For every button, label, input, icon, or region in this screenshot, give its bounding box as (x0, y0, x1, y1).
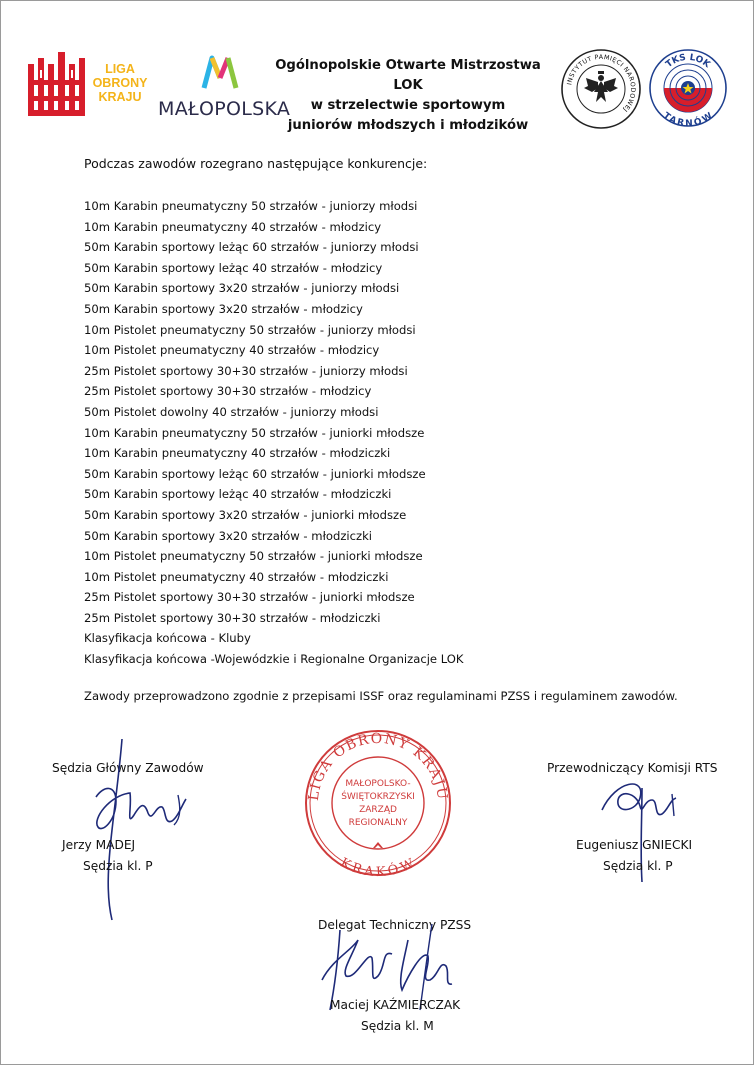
stamp-inner-line-4: REGIONALNY (349, 818, 408, 828)
rts-chair-rank: Sędzia kl. P (603, 859, 673, 873)
delegate-name: Maciej KAŹMIERCZAK (330, 998, 461, 1012)
closing-statement: Zawody przeprowadzono zgodnie z przepisa… (84, 689, 678, 703)
list-item: Klasyfikacja końcowa -Wojewódzkie i Regi… (84, 652, 464, 667)
lok-logo-word-3: KRAJU (98, 90, 142, 104)
chief-judge-role: Sędzia Główny Zawodów (52, 761, 204, 775)
rts-chair-name: Eugeniusz GNIECKI (576, 838, 693, 852)
list-item: 10m Karabin pneumatyczny 50 strzałów - j… (84, 425, 425, 440)
title-line-1: Ogólnopolskie Otwarte Mistrzostwa LOK (275, 58, 541, 93)
list-item: 10m Pistolet pneumatyczny 50 strzałów - … (84, 322, 416, 337)
list-item: 10m Pistolet pneumatyczny 50 strzałów - … (84, 549, 423, 564)
list-item: 50m Karabin sportowy 3x20 strzałów - jun… (84, 507, 407, 522)
competition-list: 10m Karabin pneumatyczny 50 strzałów - j… (84, 196, 464, 670)
list-item: 10m Karabin pneumatyczny 40 strzałów - m… (84, 219, 382, 234)
list-item: 10m Karabin pneumatyczny 50 strzałów - j… (84, 199, 418, 213)
rts-chair-role: Przewodniczący Komisji RTS (547, 761, 718, 775)
list-item: 50m Karabin sportowy leżąc 60 strzałów -… (84, 466, 426, 481)
delegate-rank: Sędzia kl. M (361, 1019, 434, 1033)
official-stamp: LIGA OBRONY KRAJU KRAKÓW MAŁOPOLSKO- ŚWI… (303, 728, 453, 880)
list-item: Klasyfikacja końcowa - Kluby (84, 631, 251, 646)
list-item: 50m Karabin sportowy 3x20 strzałów - mło… (84, 528, 373, 543)
star-icon (682, 83, 694, 94)
chief-judge-signature (95, 738, 187, 921)
list-item: 50m Karabin sportowy 3x20 strzałów - jun… (84, 281, 400, 296)
title-line-2: w strzelectwie sportowym (310, 98, 506, 113)
stamp-inner-line-3: ZARZĄD (359, 805, 397, 815)
list-item: 25m Pistolet sportowy 30+30 strzałów - m… (84, 610, 381, 625)
list-item: 10m Pistolet pneumatyczny 40 strzałów - … (84, 343, 380, 358)
list-item: 50m Karabin sportowy leżąc 40 strzałów -… (84, 487, 392, 502)
lok-logo-word-1: LIGA (105, 62, 135, 76)
list-item: 50m Karabin sportowy leżąc 40 strzałów -… (84, 260, 383, 275)
list-item: 50m Karabin sportowy leżąc 60 strzałów -… (84, 240, 419, 255)
intro-text: Podczas zawodów rozegrano następujące ko… (84, 156, 428, 171)
chief-judge-name: Jerzy MADEJ (62, 838, 136, 852)
stamp-inner-line-2: ŚWIĘTOKRZYSKI (341, 790, 415, 802)
delegate-role: Delegat Techniczny PZSS (318, 918, 472, 932)
svg-text:KRAKÓW: KRAKÓW (338, 856, 418, 878)
malopolska-m-icon (201, 55, 239, 89)
list-item: 25m Pistolet sportowy 30+30 strzałów - j… (84, 363, 408, 378)
list-item: 10m Pistolet pneumatyczny 40 strzałów - … (84, 569, 389, 584)
eagle-icon (584, 71, 618, 102)
tks-lok-badge: TKS LOK TARNÓW (648, 48, 728, 129)
svg-text:TARNÓW: TARNÓW (661, 111, 715, 128)
stamp-inner-line-1: MAŁOPOLSKO- (345, 779, 410, 789)
stamp-star-icon (373, 842, 383, 848)
list-item: 25m Pistolet sportowy 30+30 strzałów - j… (84, 590, 415, 605)
list-item: 50m Karabin sportowy 3x20 strzałów - mło… (84, 301, 363, 316)
list-item: 50m Pistolet dowolny 40 strzałów - junio… (84, 404, 379, 419)
lok-logo: LIGA OBRONY KRAJU (28, 50, 148, 122)
tks-badge-bottom-text: TARNÓW (661, 111, 715, 129)
delegate-signature (321, 923, 453, 1011)
ipn-seal: INSTYTUT PAMIĘCI NARODOWEJ (560, 48, 642, 130)
title-line-3: juniorów młodszych i młodzików (287, 118, 529, 133)
malopolska-logo: MAŁOPOLSKA (154, 54, 290, 120)
chief-judge-rank: Sędzia kl. P (83, 859, 153, 873)
list-item: 25m Pistolet sportowy 30+30 strzałów - m… (84, 384, 372, 399)
rts-chair-signature (601, 783, 677, 883)
lok-logo-word-2: OBRONY (92, 76, 148, 90)
document-title: Ogólnopolskie Otwarte Mistrzostwa LOK w … (262, 56, 554, 136)
stamp-bottom-text: KRAKÓW (338, 856, 417, 881)
malopolska-wordmark: MAŁOPOLSKA (158, 98, 291, 120)
list-item: 10m Karabin pneumatyczny 40 strzałów - m… (84, 446, 391, 461)
